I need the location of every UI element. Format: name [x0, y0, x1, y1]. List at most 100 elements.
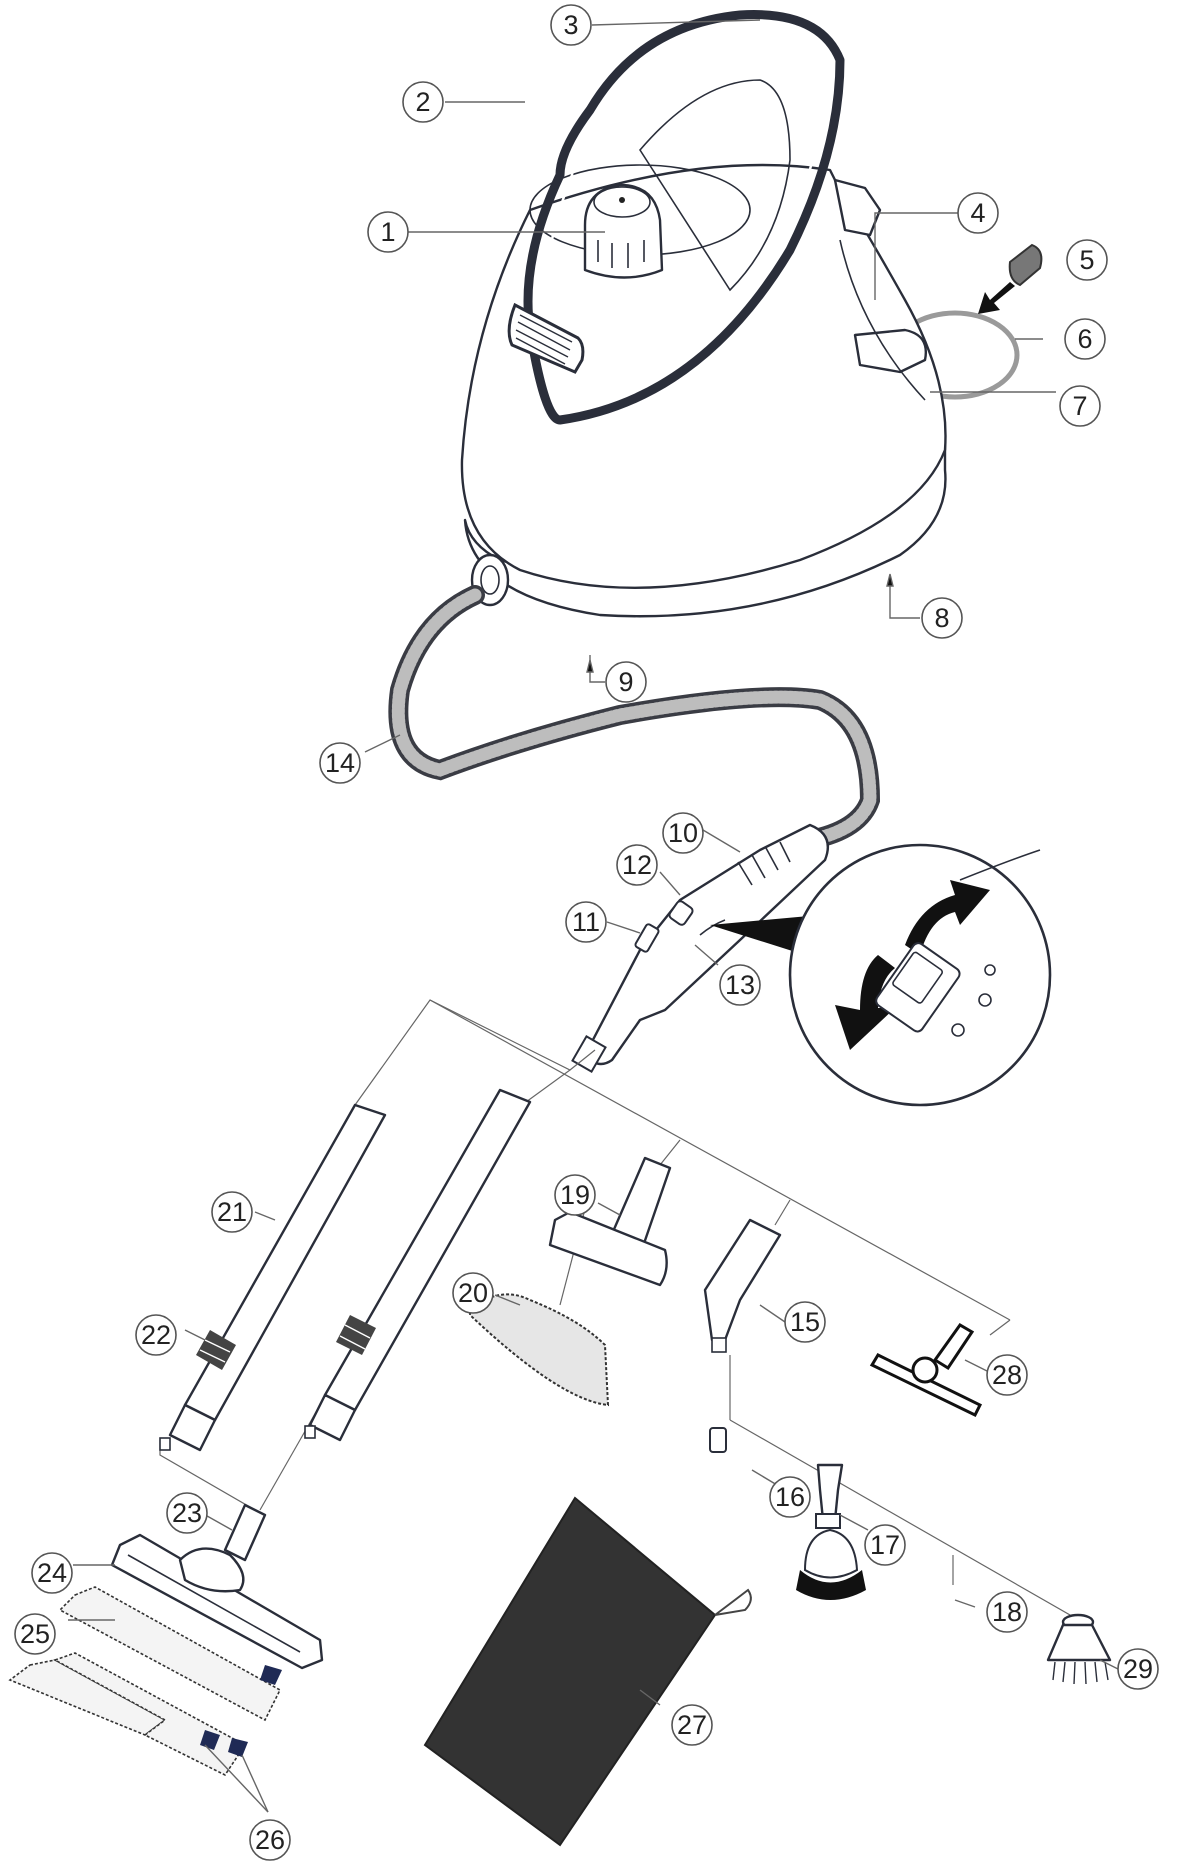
callout-1: 1 [367, 211, 409, 253]
callout-circle [249, 1819, 291, 1861]
callout-6: 6 [1064, 318, 1106, 360]
angled-nozzle [703, 1218, 782, 1353]
floor-pad-clip-3 [228, 1738, 248, 1757]
callout-circle [662, 812, 704, 854]
switch-detail-magnifier [710, 843, 1052, 1107]
window-squeegee [869, 1323, 983, 1417]
main-unit [460, 10, 1043, 618]
callout-circle [671, 1704, 713, 1746]
callout-number: 10 [668, 818, 698, 848]
callout-14: 14 [319, 742, 361, 784]
callout-25: 25 [14, 1613, 56, 1655]
callout-circle [565, 901, 607, 943]
callout-number: 25 [20, 1619, 50, 1649]
callout-circle [452, 1272, 494, 1314]
hand-tool-cover [469, 1293, 610, 1407]
plug [978, 243, 1043, 314]
extension-tube-1 [159, 1103, 387, 1452]
callout-number: 11 [572, 907, 600, 937]
callout-circle [1064, 318, 1106, 360]
callout-number: 18 [992, 1597, 1022, 1627]
callout-number: 28 [992, 1360, 1022, 1390]
slide-arrow-up [905, 880, 990, 955]
callout-circle [319, 742, 361, 784]
callout-circle [31, 1552, 73, 1594]
callout-circle [921, 597, 963, 639]
callout-number: 14 [325, 748, 355, 778]
callout-circle [550, 4, 592, 46]
callout-circle [1066, 239, 1108, 281]
callout-circle [864, 1524, 906, 1566]
callout-circle [211, 1191, 253, 1233]
callout-2: 2 [402, 81, 444, 123]
hand-unit [571, 823, 830, 1073]
callout-circle [367, 211, 409, 253]
callout-4: 4 [957, 192, 999, 234]
callout-16: 16 [769, 1476, 811, 1518]
callout-circle [605, 661, 647, 703]
cord-storage-slot [839, 239, 926, 401]
leader-lines [68, 19, 1119, 1813]
floor-tool [110, 1503, 324, 1670]
release-button[interactable] [634, 923, 660, 953]
callout-number: 21 [217, 1197, 247, 1227]
flat-brush [1046, 1613, 1112, 1685]
callout-13: 13 [719, 964, 761, 1006]
callout-20: 20 [452, 1272, 494, 1314]
callout-number: 12 [622, 850, 652, 880]
callout-circle [1117, 1648, 1159, 1690]
callout-5: 5 [1066, 239, 1108, 281]
callout-15: 15 [784, 1301, 826, 1343]
callout-number: 9 [618, 667, 633, 697]
storage-bag [423, 1496, 752, 1847]
callout-17: 17 [864, 1524, 906, 1566]
bag-drawstring [714, 1588, 752, 1616]
callout-number: 3 [563, 10, 578, 40]
callout-number: 19 [560, 1180, 590, 1210]
callout-number: 7 [1072, 391, 1087, 421]
callout-circle [1059, 385, 1101, 427]
callout-circle [986, 1591, 1028, 1633]
body-shell [460, 163, 947, 589]
plug-arrow [978, 282, 1015, 314]
callout-24: 24 [31, 1552, 73, 1594]
callout-10: 10 [662, 812, 704, 854]
callout-circle [14, 1613, 56, 1655]
callout-27: 27 [671, 1704, 713, 1746]
callout-number: 29 [1123, 1654, 1153, 1684]
hand-tool [548, 1156, 672, 1287]
floor-pad-spare-1 [8, 1659, 167, 1736]
callout-7: 7 [1059, 385, 1101, 427]
tank-cap [583, 183, 664, 279]
steam-trigger[interactable] [699, 919, 726, 936]
callout-number: 20 [458, 1278, 488, 1308]
steam-hose [388, 585, 881, 850]
callout-circle [986, 1354, 1028, 1396]
callouts: 1234567891011121314151617181920212223242… [14, 4, 1159, 1861]
callout-8: 8 [921, 597, 963, 639]
callout-number: 6 [1077, 324, 1092, 354]
callout-number: 1 [380, 217, 395, 247]
callout-circle [957, 192, 999, 234]
callout-circle [166, 1492, 208, 1534]
callout-number: 8 [934, 603, 949, 633]
lock-button[interactable] [668, 900, 694, 927]
callout-11: 11 [565, 901, 607, 943]
callout-circle [719, 964, 761, 1006]
side-grip-ribs [515, 314, 573, 365]
hand-unit-nozzle [571, 1035, 607, 1073]
callout-number: 24 [37, 1558, 67, 1588]
callout-circle [784, 1301, 826, 1343]
callout-number: 13 [725, 970, 755, 1000]
callout-number: 26 [255, 1825, 285, 1855]
callout-22: 22 [135, 1314, 177, 1356]
callout-26: 26 [249, 1819, 291, 1861]
callout-number: 2 [415, 87, 430, 117]
hose-socket-inner [480, 565, 500, 595]
callout-19: 19 [554, 1174, 596, 1216]
callout-number: 5 [1079, 245, 1094, 275]
callout-circle [135, 1314, 177, 1356]
callout-number: 23 [172, 1498, 202, 1528]
callout-number: 15 [790, 1307, 820, 1337]
callout-29: 29 [1117, 1648, 1159, 1690]
